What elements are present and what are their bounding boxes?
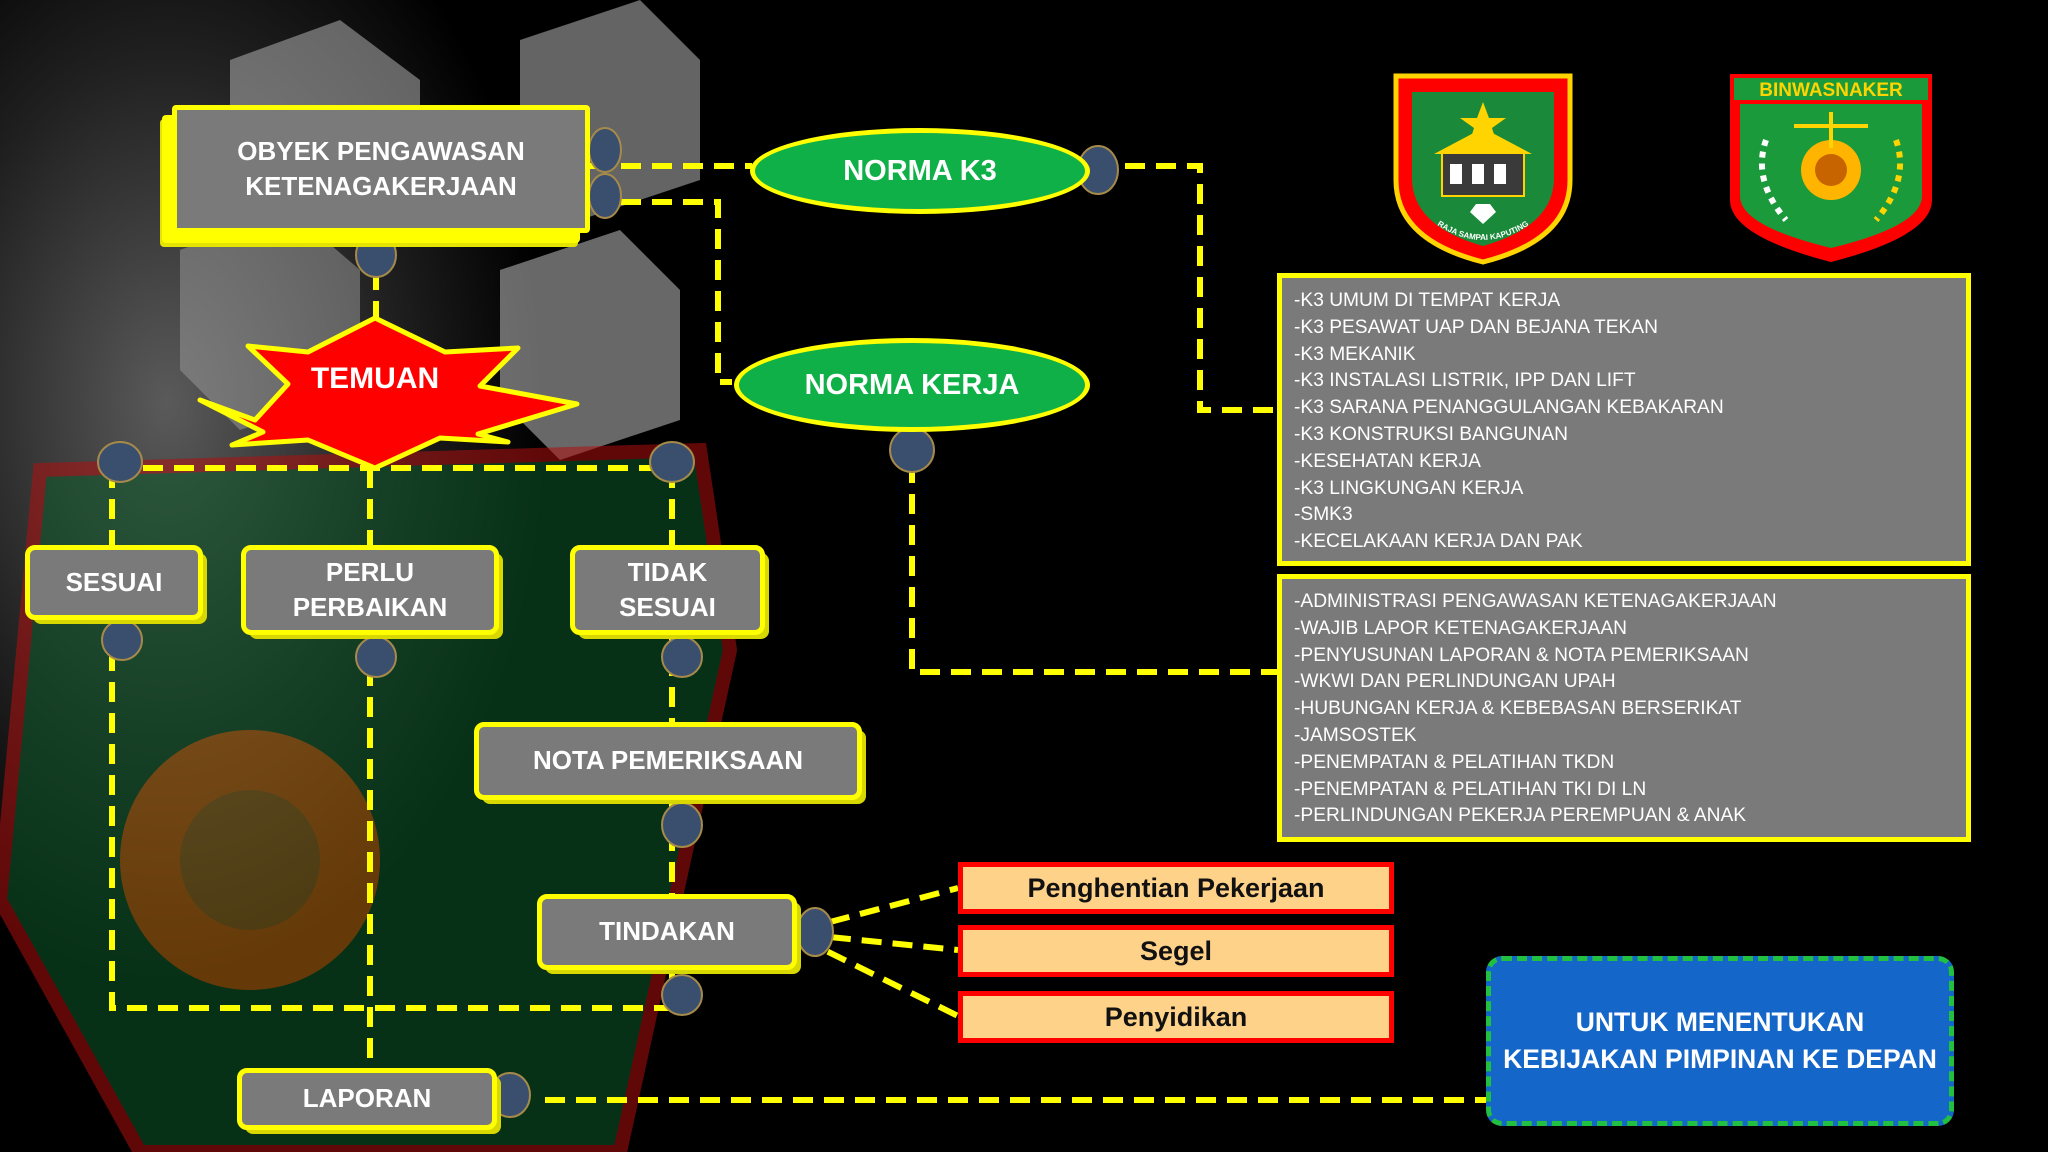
laporan-box: LAPORAN [237,1068,497,1130]
nota-pemeriksaan-label: NOTA PEMERIKSAAN [532,745,804,776]
norma-kerja-label: NORMA KERJA [804,368,1020,401]
list-item: -PERLINDUNGAN PEKERJA PEREMPUAN & ANAK [1294,805,1747,827]
connector-ornaments [97,127,1119,1118]
list-item: -KECELAKAAN KERJA DAN PAK [1294,531,1583,553]
conclusion-label: UNTUK MENENTUKAN KEBIJAKAN PIMPINAN KE D… [1503,1006,1937,1074]
list-item: -WAJIB LAPOR KETENAGAKERJAAN [1294,617,1628,639]
obyek-pengawasan-box: OBYEK PENGAWASAN KETENAGAKERJAAN [172,105,590,233]
tindakan-label: TINDAKAN [599,916,735,947]
perlu-perbaikan-label: PERLU PERBAIKAN [292,556,448,622]
action-box: Penyidikan [958,991,1394,1043]
sesuai-label: SESUAI [65,566,163,597]
sesuai-box: SESUAI [25,545,203,620]
norma-kerja-list-box: -ADMINISTRASI PENGAWASAN KETENAGAKERJAAN… [1277,574,1971,842]
k3-list-box: -K3 UMUM DI TEMPAT KERJA -K3 PESAWAT UAP… [1277,273,1971,566]
background-emblem [0,442,738,1152]
list-item: -PENYUSUNAN LAPORAN & NOTA PEMERIKSAAN [1294,644,1749,666]
action-label: Penghentian Pekerjaan [1027,872,1325,903]
temuan-label: TEMUAN [310,362,440,395]
action-box: Penghentian Pekerjaan [958,862,1394,914]
action-label: Segel [1139,935,1213,966]
list-item: -WKWI DAN PERLINDUNGAN UPAH [1294,671,1616,693]
list-item: -JAMSOSTEK [1294,724,1417,746]
list-item: -PENEMPATAN & PELATIHAN TKI DI LN [1294,778,1647,800]
list-item: -K3 PESAWAT UAP DAN BEJANA TEKAN [1294,316,1658,338]
action-box: Segel [958,925,1394,977]
tidak-sesuai-label: TIDAK SESUAI [619,556,716,622]
list-item: -PENEMPATAN & PELATIHAN TKDN [1294,751,1615,773]
laporan-label: LAPORAN [302,1083,432,1114]
list-item: -K3 MEKANIK [1294,343,1416,365]
dashed-connectors [109,163,1486,1103]
action-label: Penyidikan [1104,1001,1248,1032]
perlu-perbaikan-box: PERLU PERBAIKAN [241,545,499,635]
list-item: -K3 LINGKUNGAN KERJA [1294,477,1524,499]
norma-kerja-oval: NORMA KERJA [734,338,1090,432]
tidak-sesuai-box: TIDAK SESUAI [570,545,765,635]
list-item: -K3 INSTALASI LISTRIK, IPP DAN LIFT [1294,370,1636,392]
list-item: -SMK3 [1294,504,1353,526]
tindakan-box: TINDAKAN [537,894,797,970]
binwasnaker-logo: BINWASNAKER [1730,74,1932,262]
conclusion-box: UNTUK MENENTUKAN KEBIJAKAN PIMPINAN KE D… [1486,956,1954,1126]
list-item: -HUBUNGAN KERJA & KEBEBASAN BERSERIKAT [1294,698,1742,720]
temuan-star [197,315,580,471]
binwasnaker-title: BINWASNAKER [1759,80,1903,101]
obyek-pengawasan-label: OBYEK PENGAWASAN KETENAGAKERJAAN [237,135,525,201]
list-item: -ADMINISTRASI PENGAWASAN KETENAGAKERJAAN [1294,591,1777,612]
regency-crest-logo: RAJA SAMPAI KAPUTING [1393,73,1573,265]
list-item: -KESEHATAN KERJA [1294,450,1481,472]
list-item: -K3 SARANA PENANGGULANGAN KEBAKARAN [1294,397,1724,419]
nota-pemeriksaan-box: NOTA PEMERIKSAAN [474,722,862,800]
norma-k3-oval: NORMA K3 [750,128,1090,214]
list-item: -K3 KONSTRUKSI BANGUNAN [1294,423,1569,445]
norma-k3-label: NORMA K3 [843,154,997,187]
list-item: -K3 UMUM DI TEMPAT KERJA [1294,290,1561,311]
